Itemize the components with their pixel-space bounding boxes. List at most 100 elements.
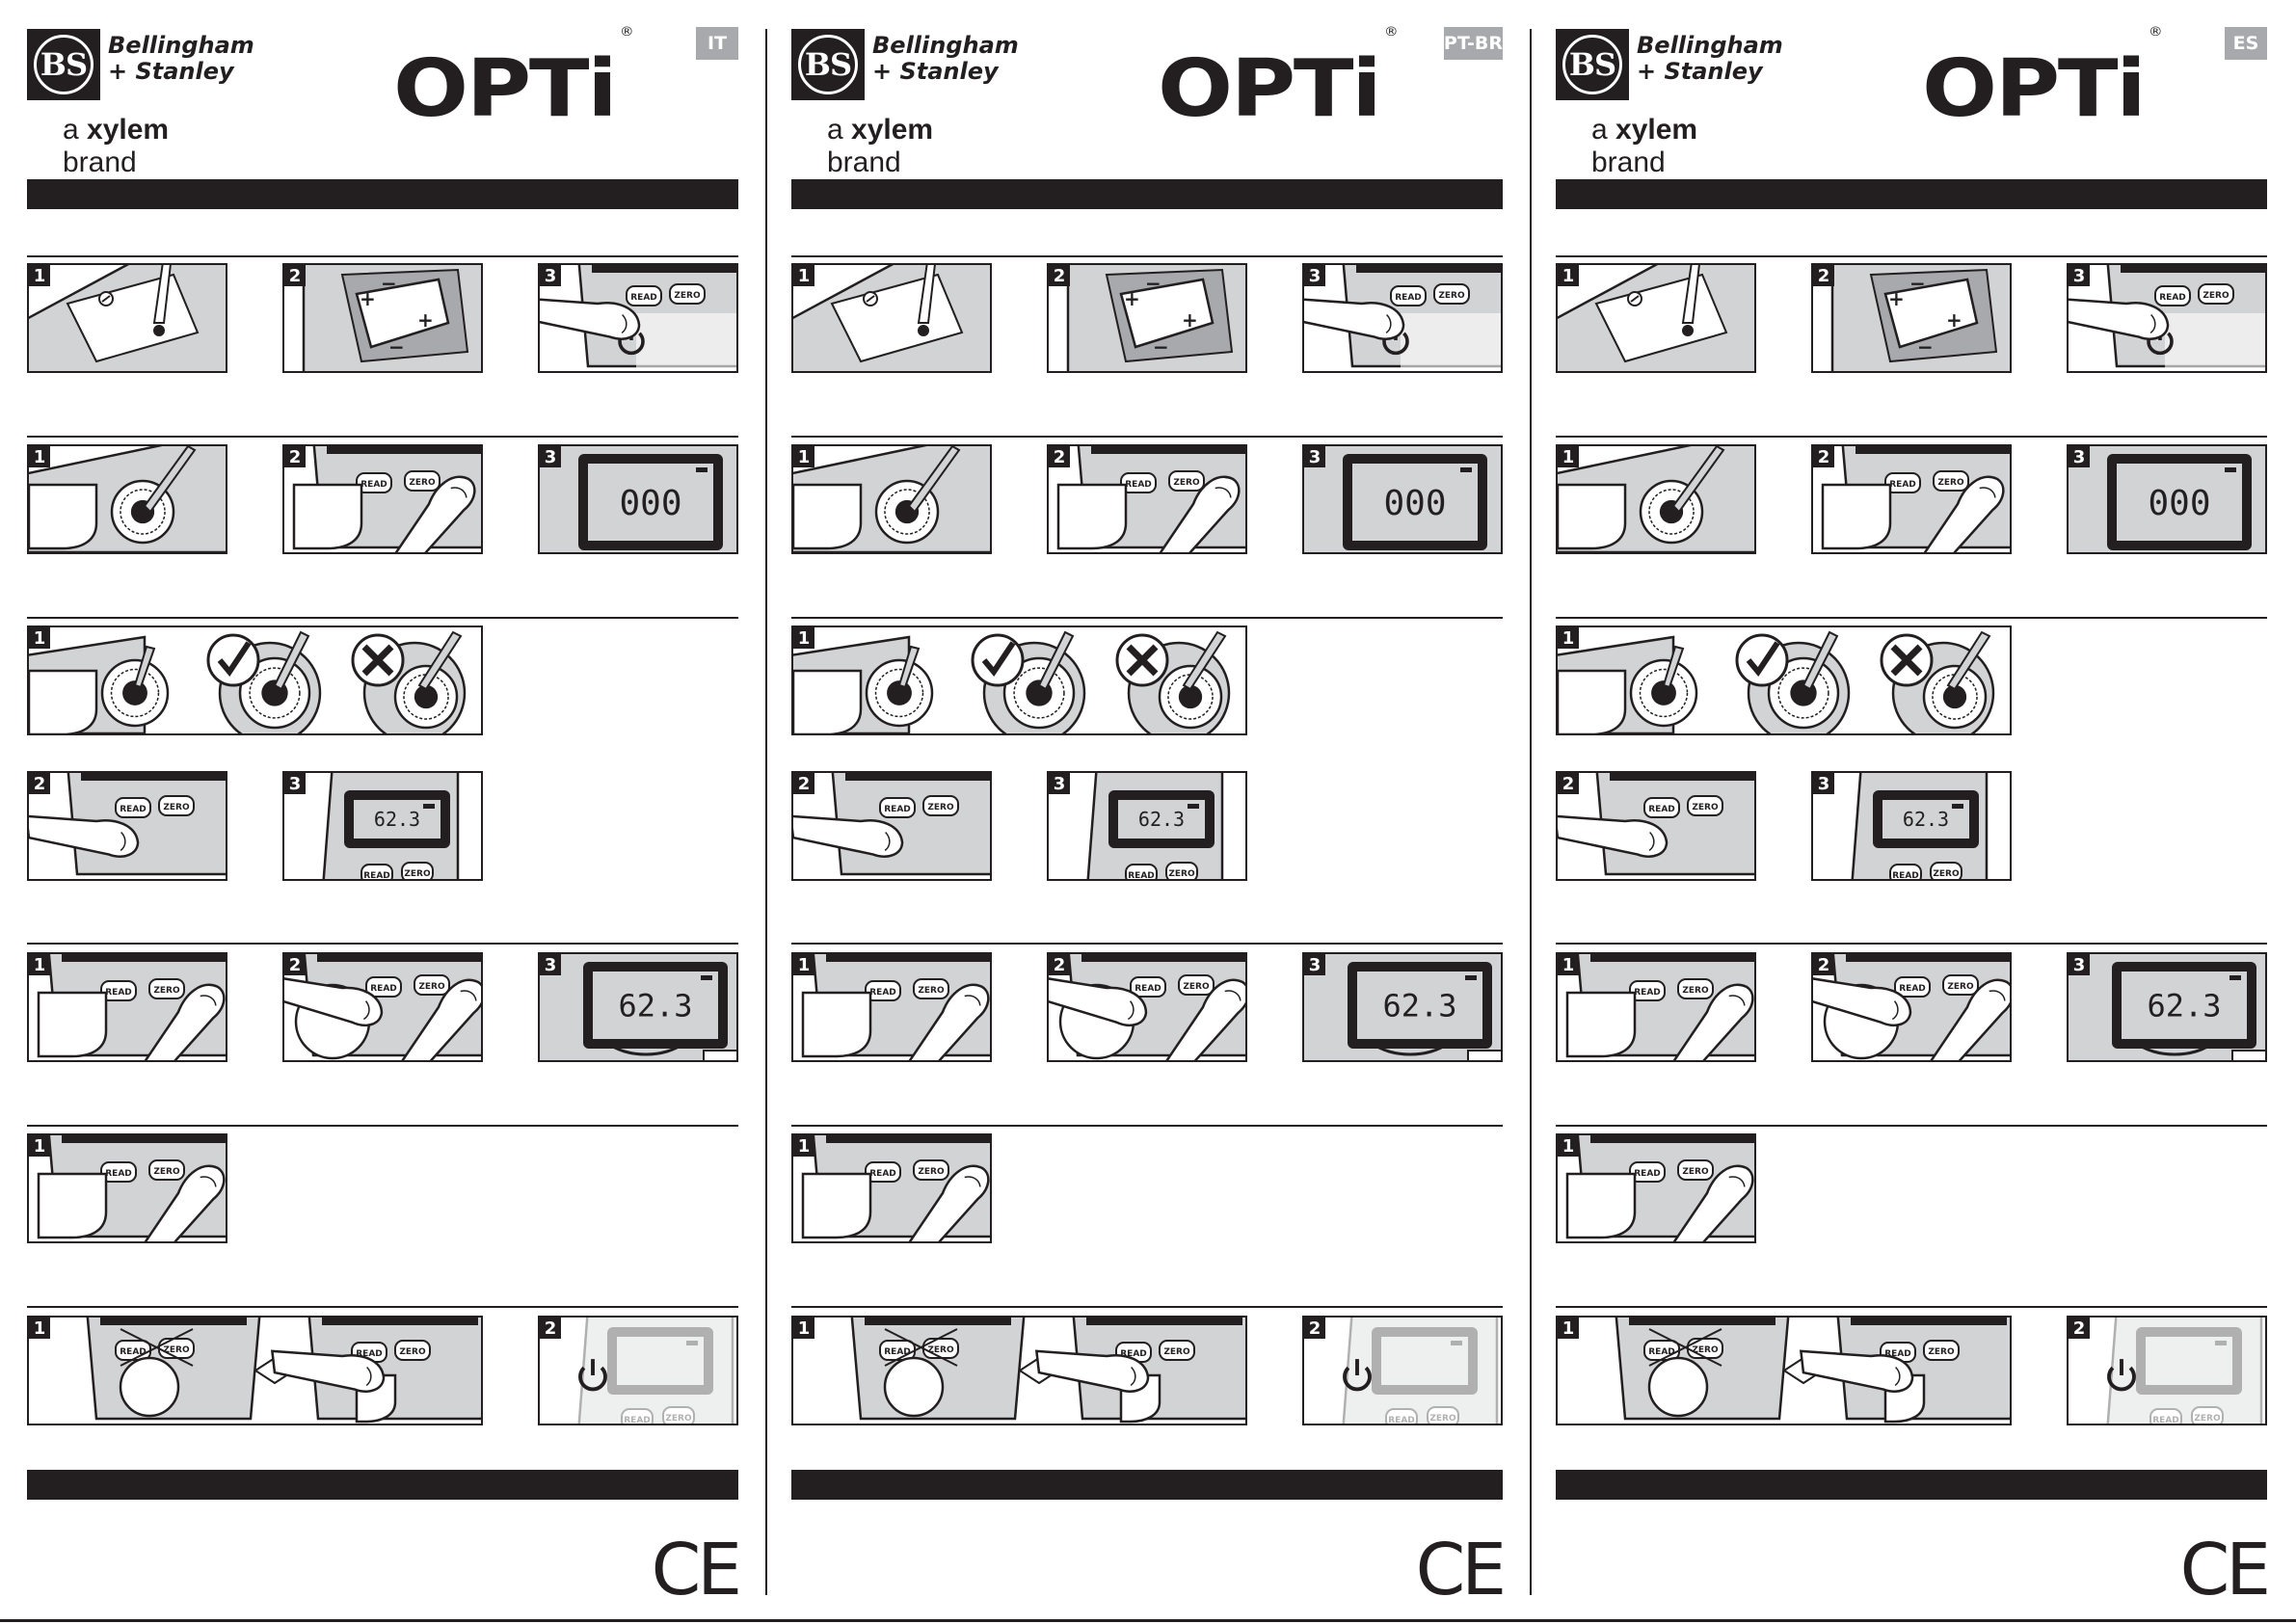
lcd-reading: 000 bbox=[1383, 484, 1446, 523]
step-number: 3 bbox=[1813, 773, 1834, 794]
pipette-icon bbox=[897, 645, 921, 689]
step-number: 1 bbox=[1558, 954, 1579, 975]
prism-lid-icon bbox=[1056, 483, 1128, 550]
read-button-label: READ bbox=[1135, 984, 1161, 994]
read-button-label: READ bbox=[1648, 1347, 1675, 1357]
step-illustration: READ ZERO READ ZERO bbox=[850, 1318, 1245, 1424]
finger-icon bbox=[1304, 297, 1405, 340]
bs-logo-letters: BS bbox=[1562, 35, 1622, 94]
read-button bbox=[2154, 285, 2191, 306]
power-icon bbox=[578, 1359, 607, 1392]
step-illustration: 000 bbox=[1304, 446, 1501, 552]
zero-button-label: ZERO bbox=[1163, 1347, 1190, 1357]
zero-button bbox=[922, 795, 959, 816]
power-icon bbox=[2107, 1359, 2136, 1392]
zero-button-label: ZERO bbox=[153, 986, 180, 996]
zero-button bbox=[1178, 974, 1215, 996]
step-illustration bbox=[1558, 630, 1995, 733]
step-illustration: READ ZERO bbox=[37, 954, 226, 1060]
zero-button bbox=[401, 862, 434, 879]
step-number: 3 bbox=[540, 446, 561, 467]
pipette-icon bbox=[1671, 446, 1725, 514]
step-illustration bbox=[793, 265, 990, 371]
read-button bbox=[100, 980, 137, 1001]
zero-button bbox=[2198, 283, 2234, 305]
bs-logo-letters: BS bbox=[34, 35, 93, 94]
page-bottom-rule bbox=[0, 1619, 2296, 1622]
step-number: 2 bbox=[1049, 265, 1070, 286]
brand-name: Bellingham + Stanley bbox=[108, 33, 254, 85]
zero-button-label: ZERO bbox=[1429, 1414, 1456, 1424]
finger-icon bbox=[1152, 475, 1241, 552]
step-number: 2 bbox=[29, 773, 50, 794]
step-panel-press-read: 2 READ ZERO bbox=[27, 771, 227, 881]
product-name: OPTi bbox=[393, 43, 618, 135]
read-button bbox=[2149, 1408, 2182, 1424]
prism-lid-icon bbox=[793, 669, 863, 733]
product-logo: OPTi® bbox=[1922, 26, 2163, 129]
step-illustration bbox=[29, 446, 226, 552]
prism-lid-icon bbox=[1558, 669, 1627, 733]
step-number: 3 bbox=[284, 773, 306, 794]
svg-text:+: + bbox=[1888, 287, 1905, 310]
sample-well-icon bbox=[1922, 664, 1988, 730]
zero-button bbox=[148, 1159, 185, 1181]
step-panel-press-zero: 2 READ ZERO bbox=[1811, 444, 2012, 554]
tagline-post: brand bbox=[63, 146, 137, 178]
zero-button bbox=[913, 1159, 949, 1181]
zero-button bbox=[1933, 470, 1969, 492]
step-panel-hold-zero: 1 READ ZERO bbox=[27, 952, 227, 1062]
zero-button-label: ZERO bbox=[1937, 478, 1964, 488]
step-panel-display-toggle: 3 62.3 bbox=[2067, 952, 2267, 1062]
read-button-label: READ bbox=[1889, 480, 1916, 490]
section-divider bbox=[791, 255, 1503, 257]
rotate-arrow-icon bbox=[1371, 1041, 1450, 1056]
step-illustration: READ ZERO bbox=[284, 954, 481, 1060]
zero-button-label: ZERO bbox=[665, 1414, 692, 1424]
read-button-label: READ bbox=[1395, 293, 1422, 303]
step-illustration bbox=[29, 630, 467, 733]
step-number: 1 bbox=[1558, 265, 1579, 286]
sample-well-icon bbox=[1158, 664, 1223, 730]
zero-button-label: ZERO bbox=[1933, 869, 1960, 879]
step-panel-press-zero: 2 READ ZERO bbox=[1047, 444, 1247, 554]
read-button bbox=[879, 797, 916, 818]
read-button-label: READ bbox=[1899, 984, 1926, 994]
step-number: 1 bbox=[1558, 1135, 1579, 1157]
ce-mark: CE bbox=[651, 1529, 742, 1611]
step-illustration: READ ZERO READ ZERO bbox=[86, 1318, 481, 1424]
step-illustration: READ ZERO bbox=[1056, 446, 1245, 552]
step-number: 1 bbox=[1558, 1318, 1579, 1339]
pipette-icon bbox=[143, 446, 197, 514]
tagline-pre: a bbox=[827, 114, 843, 146]
brand-name: Bellingham + Stanley bbox=[872, 33, 1019, 85]
step-panel-apply-sample-coverage: 1 bbox=[1556, 626, 2012, 735]
tagline-xylem: xylem bbox=[851, 114, 934, 146]
prism-lid-icon bbox=[1565, 1172, 1637, 1239]
step-number: 2 bbox=[1813, 446, 1834, 467]
step-number: 3 bbox=[1304, 446, 1325, 467]
zero-button-label: ZERO bbox=[1682, 986, 1709, 996]
section-divider bbox=[27, 1125, 738, 1127]
brand-name: Bellingham + Stanley bbox=[1637, 33, 1783, 85]
step-number: 3 bbox=[540, 954, 561, 975]
read-button bbox=[356, 472, 392, 493]
step-illustration: 000 bbox=[2069, 446, 2265, 552]
step-illustration bbox=[793, 446, 990, 552]
read-button-label: READ bbox=[120, 805, 147, 814]
step-illustration: 62.3 bbox=[540, 954, 736, 1060]
zero-button-label: ZERO bbox=[1173, 478, 1200, 488]
column-divider bbox=[1530, 29, 1532, 1595]
zero-button-label: ZERO bbox=[1438, 291, 1465, 301]
zero-button bbox=[1433, 283, 1470, 305]
step-panel-display-toggle: 3 62.3 bbox=[538, 952, 738, 1062]
step-panel-power-off: 2 READ ZERO bbox=[2067, 1316, 2267, 1425]
bellingham-stanley-logo: BS Bellingham + Stanley a xylem brand bbox=[791, 29, 1019, 178]
read-button-label: READ bbox=[630, 293, 657, 303]
read-button-label: READ bbox=[120, 1347, 147, 1357]
step-number: 1 bbox=[29, 1318, 50, 1339]
zero-button bbox=[669, 283, 706, 305]
read-button bbox=[621, 1408, 654, 1424]
zero-button-label: ZERO bbox=[1928, 1347, 1955, 1357]
prism-lid-icon bbox=[1821, 483, 1892, 550]
